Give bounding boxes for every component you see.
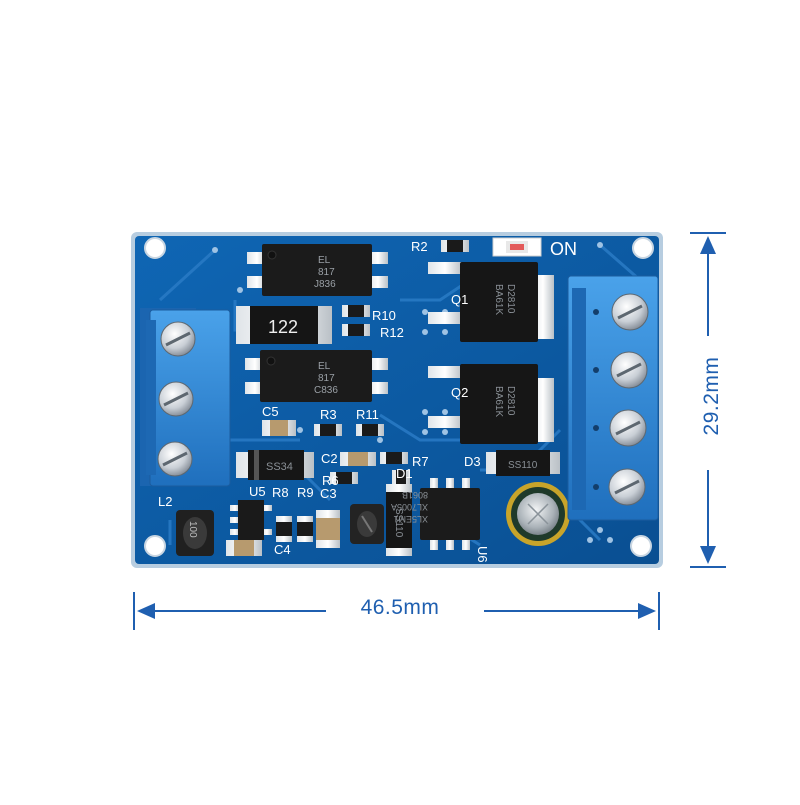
label-c3: C3 <box>320 486 337 501</box>
label-d3: D3 <box>464 454 481 469</box>
screw-left-3 <box>157 441 193 477</box>
height-dimension-label: 29.2mm <box>700 356 723 436</box>
inductor-l2: 100 <box>176 510 214 556</box>
q2-line1: D2810 <box>505 386 516 416</box>
label-u5: U5 <box>249 484 266 499</box>
terminal-block-right <box>567 275 659 521</box>
dimension-lines <box>133 232 726 630</box>
width-dimension-label: 46.5mm <box>360 596 440 619</box>
opto-top-line3: J836 <box>314 279 336 290</box>
label-d1: D1 <box>396 466 413 481</box>
screw-right-4 <box>608 468 646 506</box>
label-l2: L2 <box>158 494 172 509</box>
current-resistor: 122 <box>236 306 332 344</box>
screw-right-3 <box>609 409 647 447</box>
diode-ss34: SS34 <box>236 450 314 480</box>
screw-right-1 <box>611 293 649 331</box>
label-q2: Q2 <box>451 385 468 400</box>
label-c5: C5 <box>262 404 279 419</box>
mosfet-q1: D2810 BA61K <box>428 262 554 342</box>
mosfet-q2: D2810 BA61K <box>428 364 554 444</box>
ss34-marking: SS34 <box>266 461 293 473</box>
label-c2: C2 <box>321 451 338 466</box>
label-r7: R7 <box>412 454 429 469</box>
smd-components <box>226 305 410 556</box>
label-r12: R12 <box>380 325 404 340</box>
screw-left-2 <box>158 381 194 417</box>
opto-bottom-line3: C836 <box>314 385 338 396</box>
label-q1: Q1 <box>451 292 468 307</box>
q1-line2: BA61K <box>493 284 504 315</box>
regulator-chip: XL5EM1 XL7005A 8061B <box>391 478 480 550</box>
label-r2: R2 <box>411 239 428 254</box>
opto-top-line1: EL <box>318 255 331 266</box>
screw-left-1 <box>160 321 196 357</box>
optocoupler-bottom: EL 817 C836 <box>245 350 388 402</box>
chip-u5 <box>230 500 272 540</box>
screw-right-2 <box>610 351 648 389</box>
resistor-code: 122 <box>268 317 298 337</box>
optocoupler-top: EL 817 J836 <box>247 244 388 296</box>
q2-line2: BA61K <box>493 386 504 417</box>
opto-top-line2: 817 <box>318 267 335 278</box>
label-r6: R6 <box>322 473 339 488</box>
opto-bottom-line2: 817 <box>318 373 335 384</box>
opto-bottom-line1: EL <box>318 361 331 372</box>
label-u6: U6 <box>475 546 490 563</box>
diode-ss110-bottom: SS110 <box>386 484 412 556</box>
label-r10: R10 <box>372 308 396 323</box>
regulator-line3: 8061B <box>402 490 428 500</box>
diode-ss110-right: SS110 <box>486 450 560 476</box>
label-r9: R9 <box>297 485 314 500</box>
power-led <box>492 237 542 257</box>
mounting-holes <box>144 237 654 557</box>
on-label: ON <box>550 239 577 259</box>
ss110-bottom-marking: SS110 <box>393 508 404 538</box>
label-r8: R8 <box>272 485 289 500</box>
silkscreen-labels: ON R2 R10 R12 R3 R11 R6 R7 C5 C2 C3 C4 L… <box>158 239 577 563</box>
label-c4: C4 <box>274 542 291 557</box>
label-r11: R11 <box>356 407 379 422</box>
ss110-right-marking: SS110 <box>508 460 538 471</box>
regulator-line2: XL7005A <box>391 502 428 512</box>
electrolytic-capacitor <box>506 482 570 546</box>
resistor-r2 <box>441 240 469 252</box>
inductor-small <box>350 504 384 544</box>
label-r3: R3 <box>320 407 337 422</box>
q1-line1: D2810 <box>505 284 516 314</box>
regulator-line1: XL5EM1 <box>393 514 428 524</box>
inductor-code: 100 <box>187 521 198 538</box>
